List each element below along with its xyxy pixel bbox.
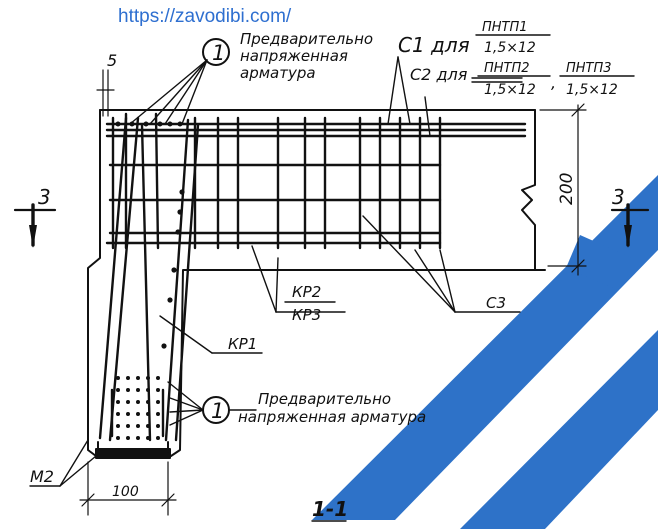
prestressed-label-top-2: напряженная (240, 47, 348, 65)
stem-frames (98, 116, 200, 442)
watermark-stripes (312, 175, 658, 529)
prestressed-label-bottom-1: Предварительно (258, 390, 391, 408)
dimension-lines (79, 69, 587, 516)
section-mark-right-number: 3 (612, 185, 625, 209)
c1-denominator: 1,5×12 (484, 40, 536, 56)
prestressed-label-top-3: арматура (240, 64, 316, 82)
c1-numerator: ПНТП1 (482, 20, 528, 35)
c2-numerator-a: ПНТП2 (484, 61, 530, 76)
kr2-label: КР2 (292, 283, 321, 301)
c2-numerator-b: ПНТП3 (566, 61, 612, 76)
prestressed-tendons-top (115, 121, 183, 127)
watermark-url[interactable]: https://zavodibi.com/ (118, 6, 292, 27)
c2-separator: , (551, 73, 556, 92)
section-mark-left-number: 3 (38, 185, 51, 209)
callout-number-bottom: 1 (211, 399, 224, 423)
c2-denominator-b: 1,5×12 (566, 82, 618, 98)
prestressed-tendons-stem (116, 189, 185, 440)
dimension-200: 200 (557, 173, 577, 205)
dimension-100: 100 (112, 484, 139, 500)
fraction-bars (284, 34, 635, 303)
prestressed-label-top-1: Предварительно (240, 30, 373, 48)
section-mark-left (13, 203, 57, 248)
kr3-label: КР3 (292, 306, 321, 324)
section-title: 1-1 (312, 497, 348, 521)
callout-circle-bottom: 1 (202, 396, 230, 424)
vertical-rods (111, 112, 442, 250)
kr1-label: КР1 (228, 335, 257, 353)
callout-number-top: 1 (212, 41, 225, 65)
m2-label: М2 (30, 467, 54, 486)
prestressed-label-bottom-2: напряженная арматура (238, 408, 426, 426)
bottom-plate-m2 (95, 441, 171, 459)
callout-circle-top: 1 (202, 38, 230, 66)
dimension-5: 5 (107, 51, 117, 70)
section-mark-right (610, 203, 650, 248)
c1-label: С1 для (398, 33, 470, 57)
c3-label: С3 (486, 294, 506, 312)
leader-lines (29, 56, 523, 487)
c2-denominator-a: 1,5×12 (484, 82, 536, 98)
c2-label: С2 для (410, 65, 468, 84)
longitudinal-bars (105, 122, 527, 245)
